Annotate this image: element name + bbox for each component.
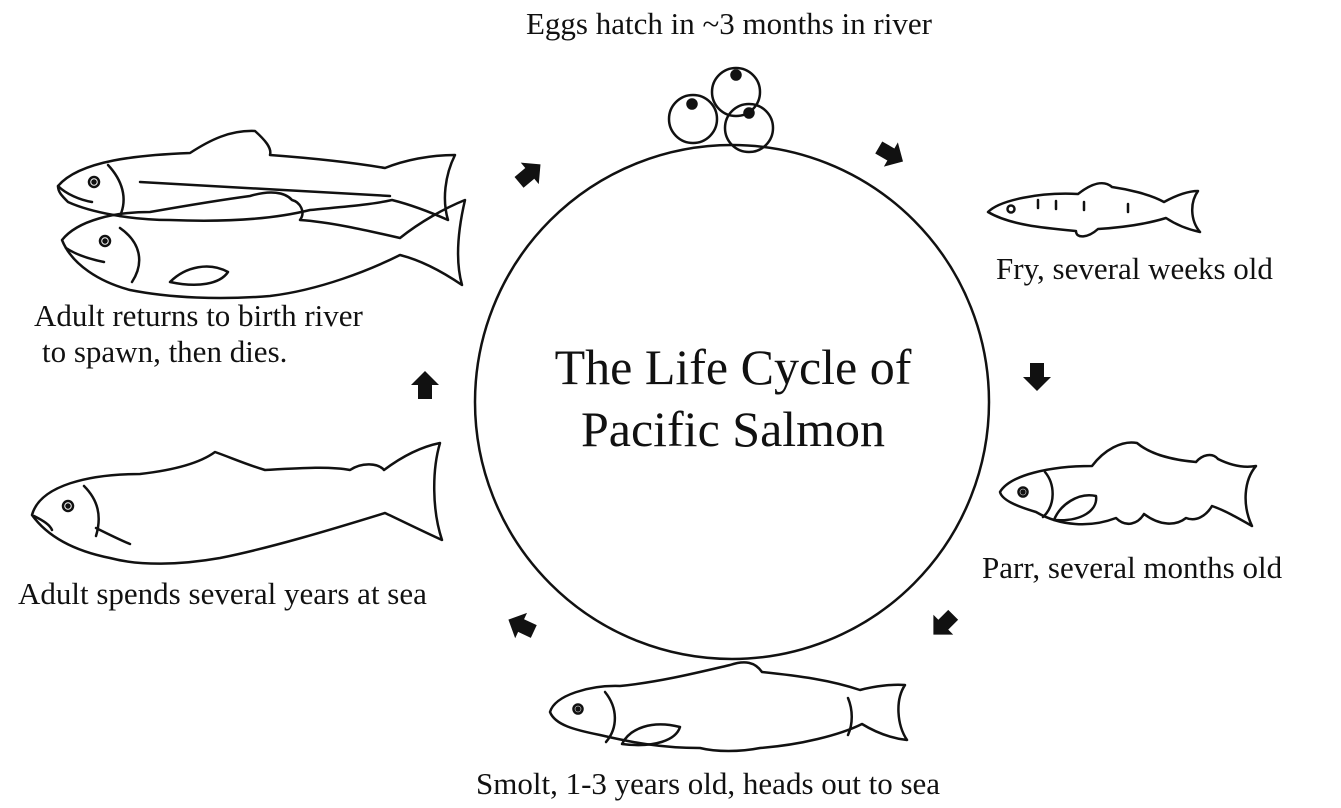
adult-return-line-1: Adult returns to birth river [34, 298, 363, 334]
title-line-1: The Life Cycle of [478, 336, 988, 398]
adult-sea-stage-label: Adult spends several years at sea [18, 576, 427, 612]
cycle-arrow-icon [1023, 363, 1051, 391]
smolt-fish-icon [550, 662, 907, 751]
eggs-icon [669, 68, 773, 152]
cycle-arrow-icon [510, 154, 549, 193]
cycle-arrow-icon [502, 607, 539, 644]
parr-fish-icon [1000, 442, 1256, 526]
cycle-arrow-icon [872, 135, 910, 173]
adult-return-line-2: to spawn, then dies. [34, 334, 363, 370]
fry-stage-label: Fry, several weeks old [996, 251, 1273, 287]
smolt-stage-label: Smolt, 1-3 years old, heads out to sea [476, 766, 940, 802]
eggs-stage-label: Eggs hatch in ~3 months in river [526, 6, 932, 42]
diagram-title: The Life Cycle of Pacific Salmon [478, 336, 988, 460]
cycle-arrow-icon [923, 605, 963, 645]
fry-fish-icon [988, 183, 1200, 236]
title-line-2: Pacific Salmon [478, 398, 988, 460]
parr-stage-label: Parr, several months old [982, 550, 1282, 586]
cycle-arrow-icon [411, 371, 439, 399]
spawning-pair-fish-icon [58, 131, 465, 298]
adult-return-stage-label: Adult returns to birth river to spawn, t… [34, 298, 363, 370]
adult-sea-fish-icon [32, 443, 442, 564]
